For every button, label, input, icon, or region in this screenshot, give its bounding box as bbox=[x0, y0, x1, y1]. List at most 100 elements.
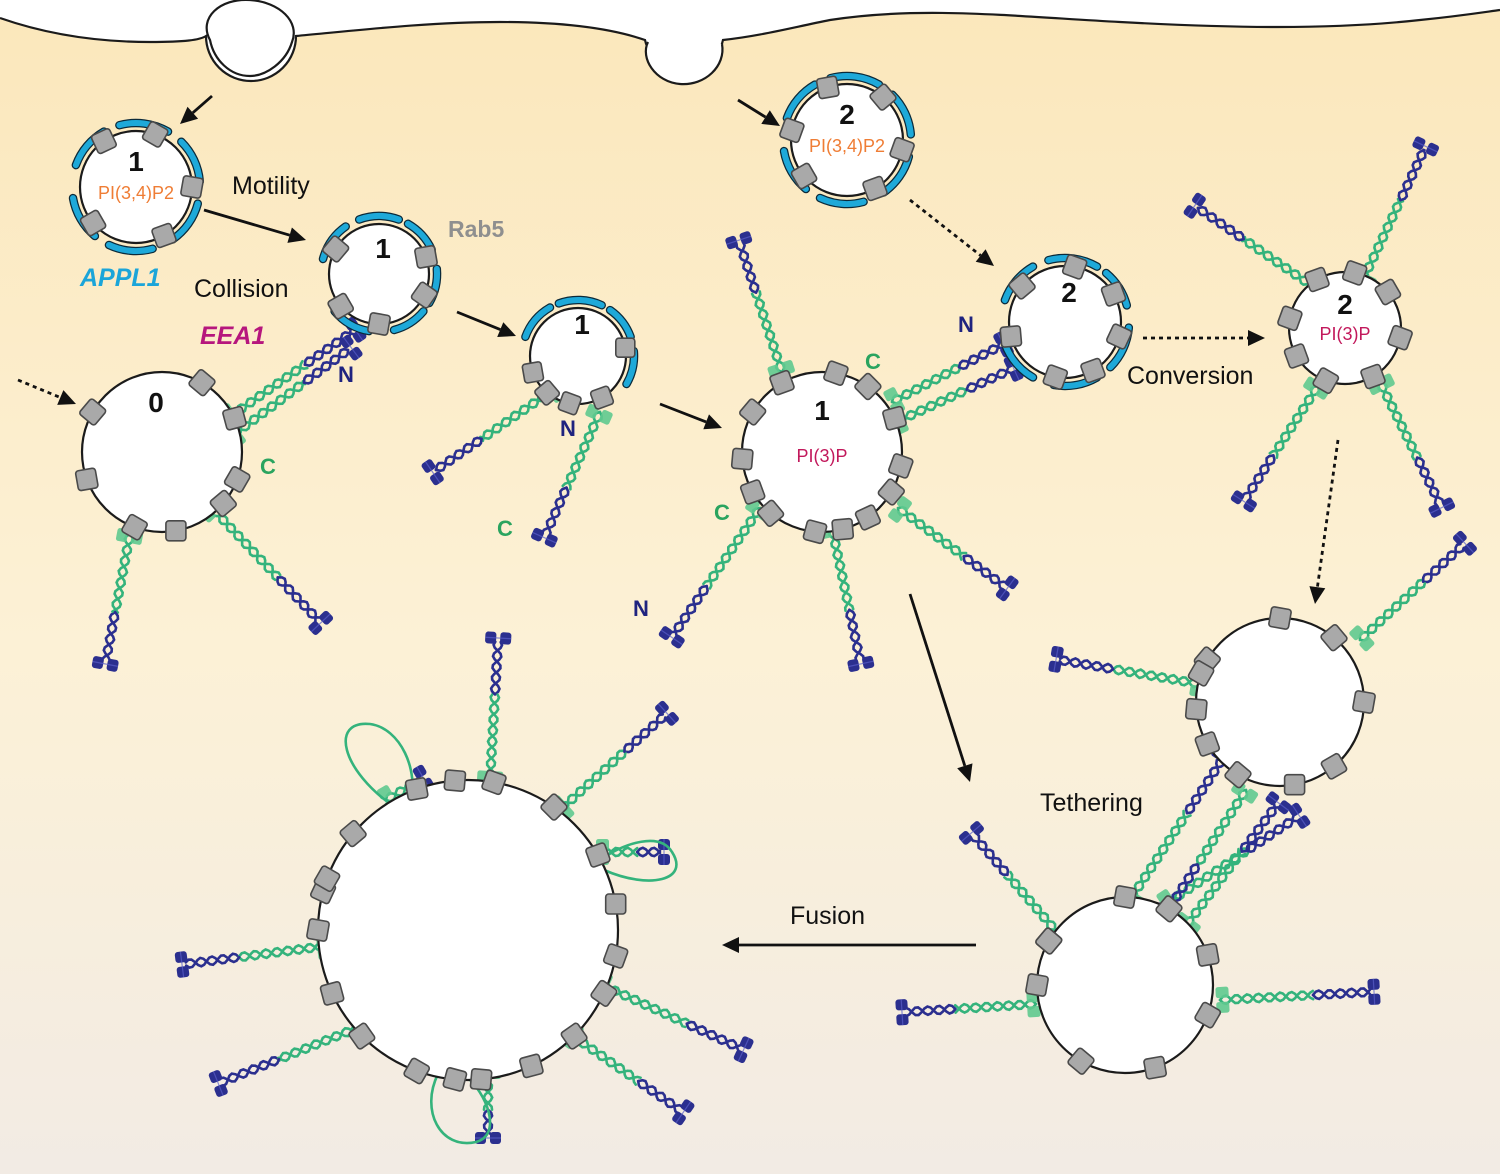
rab5-icon bbox=[481, 769, 507, 796]
vesicle-2-converted-number: 2 bbox=[1337, 289, 1353, 320]
eea1-coil-blue bbox=[303, 331, 355, 366]
rab5-icon bbox=[1100, 281, 1127, 307]
eea1-fused-fold-top-left bbox=[344, 722, 414, 810]
label-n-terminus-4: N bbox=[958, 312, 974, 337]
rab5-icon bbox=[1352, 690, 1376, 714]
eea1-n-terminal-domain bbox=[725, 231, 753, 250]
eea1-coil-blue bbox=[1245, 813, 1296, 854]
eea1-n-terminal-domain bbox=[1230, 490, 1257, 513]
eea1-coil-blue bbox=[1058, 655, 1115, 672]
rab5-icon bbox=[756, 499, 785, 527]
rab5-icon bbox=[469, 1068, 493, 1091]
label-n-terminus-1: N bbox=[338, 362, 354, 387]
eea1-coil-green bbox=[1273, 384, 1320, 459]
arrow-shaft bbox=[908, 593, 967, 767]
endosome-0-membrane bbox=[80, 370, 244, 534]
eea1-coil-green bbox=[894, 387, 968, 425]
eea1-n-terminal-domain bbox=[531, 527, 558, 548]
eea1-coil-blue bbox=[962, 555, 1003, 591]
eea1-n-terminal-domain bbox=[1428, 497, 1456, 518]
eea1-n-terminal-domain bbox=[733, 1036, 754, 1064]
rab5-icon bbox=[739, 398, 767, 426]
eea1-coil-blue bbox=[276, 576, 322, 619]
eea1-n-terminal-domain bbox=[1265, 791, 1292, 815]
eea1-coil-green bbox=[1009, 870, 1064, 940]
rab5-icon bbox=[519, 1053, 544, 1079]
vesicle-1-motile: 1 bbox=[318, 211, 442, 336]
rab5-icon bbox=[74, 467, 99, 492]
eea1-coil-green bbox=[890, 363, 960, 404]
eea1-coil-blue bbox=[482, 1108, 494, 1136]
eea1-coil-green bbox=[1377, 380, 1422, 458]
arrow-pit2-to-v2 bbox=[737, 98, 780, 126]
vesicle-tethering-lower-membrane bbox=[1035, 895, 1215, 1075]
eea1-coil-green bbox=[953, 999, 1038, 1015]
arrow-head bbox=[180, 106, 199, 124]
eea1-fused-fold-bottom bbox=[429, 1073, 492, 1145]
appl1-segment bbox=[391, 308, 427, 333]
arrow-head bbox=[1309, 586, 1326, 604]
endosome-0-number: 0 bbox=[148, 387, 164, 418]
eea1-n-terminal-domain bbox=[895, 999, 909, 1026]
eea1-coil-green bbox=[1268, 384, 1321, 455]
vesicle-1-motile-number: 1 bbox=[375, 233, 391, 264]
arrow-v2-motility bbox=[909, 198, 994, 266]
rab5-icon bbox=[367, 312, 391, 336]
arrow-head bbox=[703, 414, 722, 430]
rab5-icon bbox=[1360, 363, 1386, 390]
eea1-coil-green bbox=[954, 998, 1038, 1014]
vesicle-1-initial-lipid-label: PI(3,4)P2 bbox=[98, 183, 174, 203]
rab5-icon bbox=[322, 235, 350, 263]
eea1-coil-blue bbox=[434, 437, 483, 473]
eea1-n-terminal-domain bbox=[1412, 136, 1440, 157]
rab5-icon bbox=[1187, 659, 1215, 687]
eea1-coil-green bbox=[1128, 809, 1187, 902]
rab5-icon bbox=[1277, 305, 1303, 332]
label-n-terminus-3: N bbox=[633, 596, 649, 621]
eea1-coil-green bbox=[830, 526, 853, 612]
rab5-icon bbox=[1194, 1001, 1222, 1029]
eea1-fused-top-right bbox=[549, 700, 679, 822]
rab5-icon bbox=[1304, 266, 1330, 293]
eea1-coil-blue bbox=[735, 243, 758, 294]
rab5-icon bbox=[1320, 624, 1348, 652]
eea1-c-terminal-fyve-pad bbox=[888, 496, 912, 523]
eea1-n-terminal-domain bbox=[1183, 192, 1206, 219]
eea1-coil-blue bbox=[847, 608, 865, 661]
rab5-icon bbox=[79, 209, 107, 237]
eea1-lower-left bbox=[895, 990, 1041, 1026]
eea1-coil-blue bbox=[965, 368, 1013, 393]
eea1-coil-green bbox=[485, 693, 500, 782]
eea1-n-terminal-domain bbox=[958, 821, 984, 845]
arrow-into-endosome0 bbox=[17, 378, 76, 405]
rab5-icon bbox=[443, 769, 467, 792]
rab5-icon bbox=[79, 398, 107, 426]
eea1-coil-blue bbox=[635, 846, 662, 858]
rab5-icon bbox=[1283, 343, 1310, 369]
rab5-icon bbox=[779, 117, 805, 144]
eea1-v1mature-right bbox=[888, 496, 1019, 602]
eea1-n-terminal-domain bbox=[174, 951, 190, 978]
label-conversion: Conversion bbox=[1127, 362, 1253, 390]
arrow-head bbox=[722, 937, 739, 953]
eea1-coil-green bbox=[827, 526, 855, 611]
label-motility: Motility bbox=[232, 172, 310, 200]
rab5-icon bbox=[862, 175, 888, 202]
eea1-n-terminal-domain bbox=[995, 575, 1019, 602]
rab5-icon bbox=[739, 479, 766, 505]
eea1-coil-blue bbox=[1058, 656, 1115, 674]
eea1-n-terminal-domain bbox=[339, 334, 363, 361]
eea1-upper-top-right bbox=[1349, 530, 1477, 652]
eea1-coil-blue bbox=[1241, 454, 1275, 498]
eea1-fused-fold-right bbox=[599, 839, 678, 882]
appl1-segment bbox=[522, 304, 553, 340]
rab5-icon bbox=[869, 83, 897, 111]
eea1-coil-blue bbox=[636, 1079, 680, 1115]
eea1-coil-blue bbox=[969, 837, 1009, 877]
rab5-icon bbox=[121, 513, 148, 541]
arrows-layer bbox=[17, 94, 1340, 953]
